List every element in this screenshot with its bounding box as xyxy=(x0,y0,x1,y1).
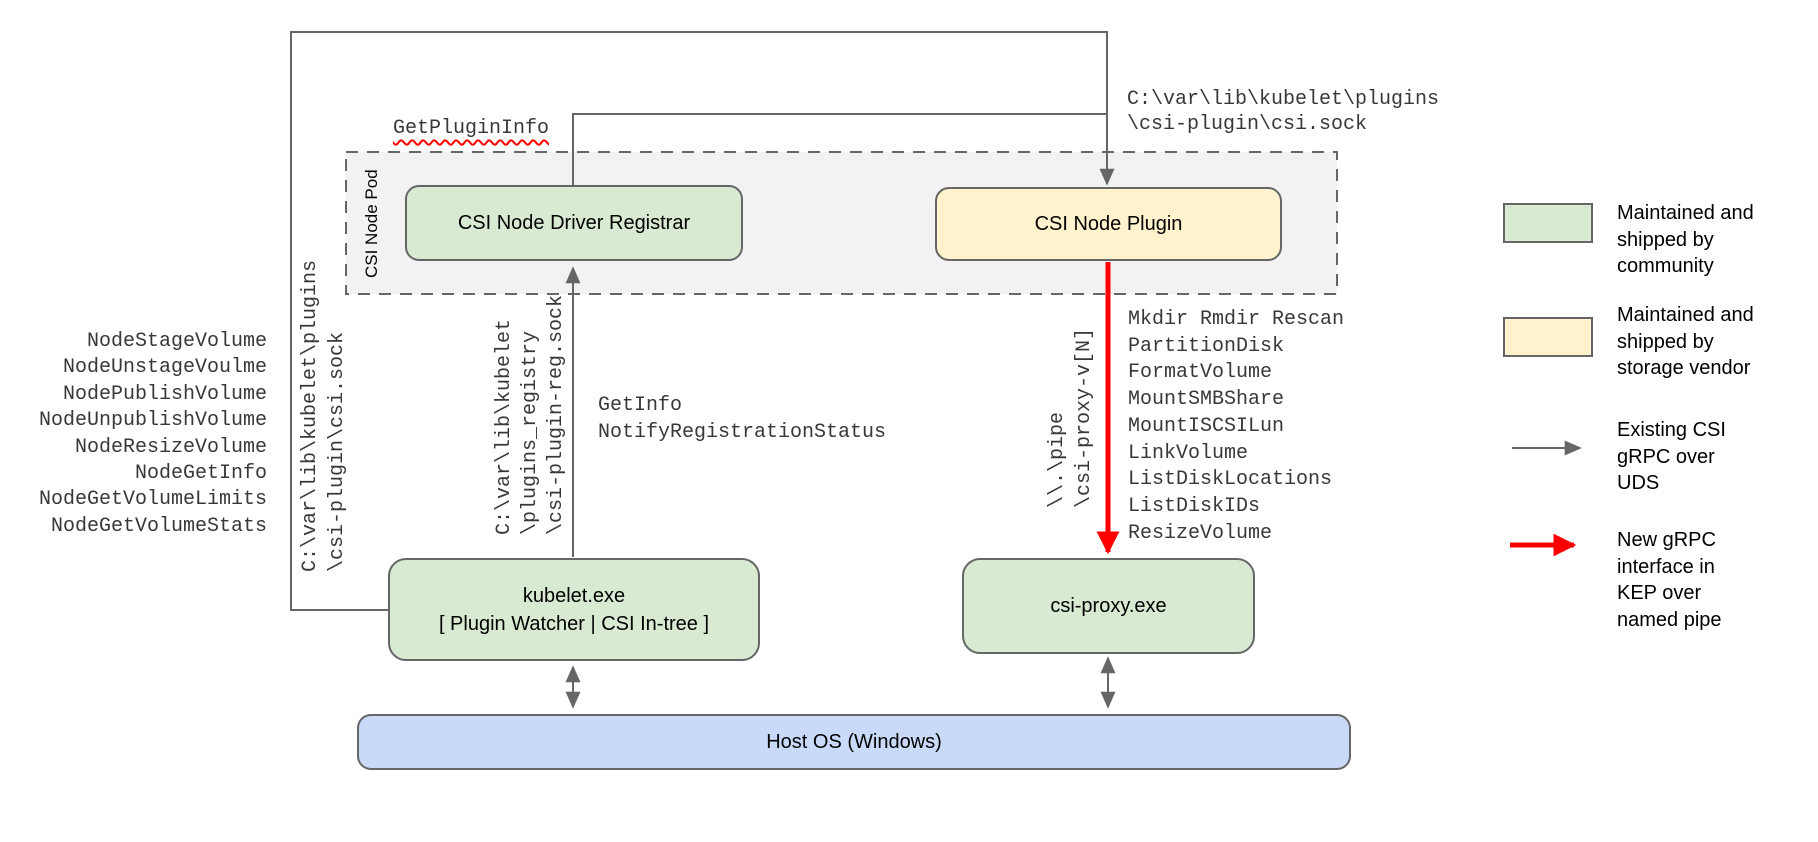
legend-new-grpc-text: New gRPC interface in KEP over named pip… xyxy=(1617,529,1722,632)
host-os-box: Host OS (Windows) xyxy=(357,714,1351,770)
csi-proxy-label: csi-proxy.exe xyxy=(1050,595,1167,617)
kubelet-box: kubelet.exe [ Plugin Watcher | CSI In-tr… xyxy=(388,558,760,661)
kubelet-to-plugin-connector xyxy=(290,31,1115,611)
csi-proxy-box: csi-proxy.exe xyxy=(962,558,1255,654)
api-call: NodePublishVolume xyxy=(62,382,267,406)
getplugininfo-connector xyxy=(572,113,1106,186)
api-call: ListDiskIDs xyxy=(1128,494,1261,518)
api-call: PartitionDisk xyxy=(1128,334,1285,358)
api-call: NodeGetVolumeLimits xyxy=(38,488,267,512)
api-call: NodeResizeVolume xyxy=(74,435,267,459)
api-call: NodeGetVolumeStats xyxy=(50,514,267,538)
api-call: NodeUnpublishVolume xyxy=(38,409,267,433)
api-call: ListDiskLocations xyxy=(1128,468,1333,492)
legend-community-text: Maintained and shipped by community xyxy=(1617,202,1754,278)
api-call: LinkVolume xyxy=(1128,441,1249,465)
legend-vendor-text: Maintained and shipped by storage vendor xyxy=(1617,304,1754,380)
api-call: MountSMBShare xyxy=(1128,388,1285,412)
csi-sock-path-rotated-label: C:\var\lib\kubelet\plugins \csi-plugin\c… xyxy=(299,259,349,572)
api-call: NodeUnstageVoulme xyxy=(62,356,267,380)
getplugininfo-label: GetPluginInfo xyxy=(393,117,550,140)
api-call: MountISCSILun xyxy=(1128,414,1285,438)
registration-calls-label: GetInfo NotifyRegistrationStatus xyxy=(598,394,887,444)
kubelet-label: kubelet.exe xyxy=(522,584,626,607)
api-call: NodeGetInfo xyxy=(134,462,267,486)
named-pipe-path-label: \\.\pipe \csi-proxy-v[N] xyxy=(1046,327,1096,508)
csi-sock-path-label: C:\var\lib\kubelet\plugins \csi-plugin\c… xyxy=(1127,88,1440,136)
legend-vendor-swatch xyxy=(1503,317,1593,357)
api-call: Mkdir Rmdir Rescan xyxy=(1128,308,1345,331)
kubelet-sublabel: [ Plugin Watcher | CSI In-tree ] xyxy=(438,612,710,635)
csi-node-plugin-label: CSI Node Plugin xyxy=(1034,213,1183,235)
legend-community-swatch xyxy=(1503,203,1593,243)
api-call: FormatVolume xyxy=(1128,361,1273,385)
api-call: ResizeVolume xyxy=(1128,521,1273,545)
csi-node-driver-registrar-label: CSI Node Driver Registrar xyxy=(457,212,691,234)
csi-node-plugin-box: CSI Node Plugin xyxy=(935,187,1282,261)
csi-node-driver-registrar-box: CSI Node Driver Registrar xyxy=(405,185,743,261)
registry-sock-path-label: C:\var\lib\kubelet \plugins_registry \cs… xyxy=(493,294,568,535)
csi-node-pod-label: CSI Node Pod xyxy=(362,169,381,278)
legend-existing-grpc-text: Existing CSI gRPC over UDS xyxy=(1617,419,1726,495)
api-call: NodeStageVolume xyxy=(86,330,267,353)
host-os-label: Host OS (Windows) xyxy=(766,731,942,753)
